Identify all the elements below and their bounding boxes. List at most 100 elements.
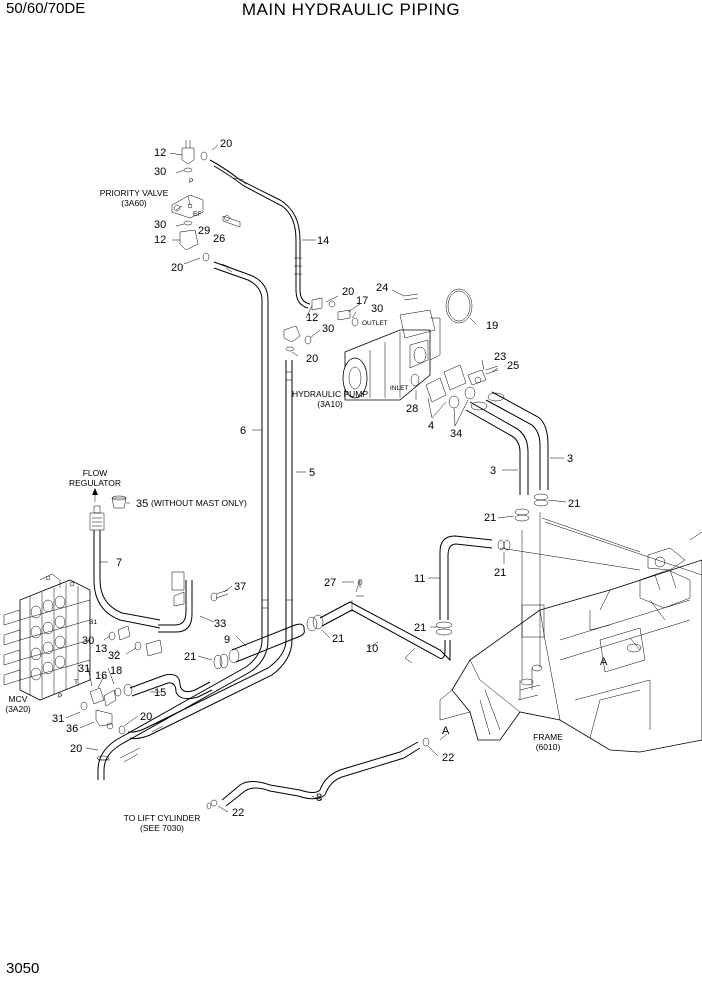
callout: 9 <box>224 634 230 646</box>
callout: 17 <box>356 295 368 307</box>
inlet-label: INLET <box>390 385 408 392</box>
mcv-fittings <box>80 625 163 761</box>
flow-regulator-label-1: FLOW <box>83 468 108 478</box>
frame-ref: (6010) <box>536 742 561 752</box>
callout: 12 <box>154 147 166 159</box>
plug-35 <box>111 495 127 509</box>
callout: 30 <box>154 166 166 178</box>
callout: 31 <box>78 663 90 675</box>
callout: 8 <box>316 792 322 804</box>
page-number: 3050 <box>6 960 40 977</box>
mcv-label: MCV <box>9 694 28 704</box>
hydraulic-pump-ref: (3A10) <box>317 399 343 409</box>
hydraulic-pump-label: HYDRAULIC PUMP <box>292 389 368 399</box>
callout: 37 <box>234 581 246 593</box>
hose-15 <box>123 674 213 700</box>
hose-11 <box>435 535 493 636</box>
pump-flange-fittings <box>425 364 499 409</box>
pipe-8 <box>206 737 430 810</box>
callout: 22 <box>442 752 454 764</box>
callout: 12 <box>306 312 318 324</box>
callout: 20 <box>140 711 152 723</box>
callout: 32 <box>108 650 120 662</box>
model-label: 50/60/70DE <box>6 0 86 17</box>
hose-9 <box>228 623 305 664</box>
flow-regulator-label-2: REGULATOR <box>69 478 121 488</box>
callout: 21 <box>568 498 580 510</box>
callout: 27 <box>324 577 336 589</box>
callout-numbers: 20 12 30 30 29 26 12 20 14 24 20 17 12 3… <box>52 138 580 819</box>
priority-valve-ref: (3A60) <box>121 198 147 208</box>
callout: 23 <box>494 351 506 363</box>
priority-valve-label: PRIORITY VALVE <box>100 188 169 198</box>
callout: 33 <box>214 618 226 630</box>
callout: 20 <box>306 353 318 365</box>
leader-lines <box>65 144 567 813</box>
port-p-label: P <box>189 178 193 185</box>
callout: 20 <box>171 262 183 274</box>
page-title: MAIN HYDRAULIC PIPING <box>241 0 461 19</box>
callout: 30 <box>322 323 334 335</box>
callout: 35 <box>136 498 148 510</box>
callout: 16 <box>95 670 107 682</box>
callout: 26 <box>213 233 225 245</box>
callout: 22 <box>232 807 244 819</box>
port-ef-label: EF <box>193 211 201 218</box>
callout: 20 <box>70 743 82 755</box>
port-t-label: T <box>74 679 78 686</box>
callout: 14 <box>317 235 329 247</box>
callout: 21 <box>414 622 426 634</box>
callout: 29 <box>198 225 210 237</box>
callout: 7 <box>116 557 122 569</box>
hose-33 <box>158 571 229 633</box>
callout: 10 <box>366 643 378 655</box>
hose-14 <box>209 159 311 309</box>
lift-cylinder-ref: (SEE 7030) <box>140 823 184 833</box>
hose-5 <box>127 360 293 740</box>
callout: 31 <box>52 713 64 725</box>
without-mast-label: (WITHOUT MAST ONLY) <box>151 498 247 508</box>
callout: 30 <box>371 303 383 315</box>
frame-drawing <box>439 512 702 753</box>
callout: 30 <box>154 219 166 231</box>
port-p-mcv-label: P <box>58 693 62 700</box>
callout: 19 <box>486 320 498 332</box>
hose-clamps-upper <box>497 493 549 551</box>
hose-6 <box>97 261 269 780</box>
callout: 21 <box>332 633 344 645</box>
pipe-10 <box>306 578 451 664</box>
callout: 34 <box>450 428 462 440</box>
callout: 28 <box>406 403 418 415</box>
detail-a-pipe: A <box>442 725 450 737</box>
callout: 36 <box>66 723 78 735</box>
frame-label: FRAME <box>533 732 563 742</box>
priority-valve <box>171 140 241 262</box>
detail-a-frame: A <box>600 656 608 668</box>
callout: 15 <box>154 687 166 699</box>
callout: 25 <box>507 360 519 372</box>
callout: 21 <box>484 512 496 524</box>
hydraulic-pump <box>342 288 473 401</box>
mcv-ref: (3A20) <box>5 704 31 714</box>
flow-regulator-arrow <box>92 488 98 502</box>
callout: 6 <box>240 425 246 437</box>
pump-fittings <box>283 293 419 352</box>
callout: 20 <box>342 286 354 298</box>
callout: 20 <box>220 138 232 150</box>
callout: 11 <box>414 573 425 585</box>
mcv-valve <box>3 573 91 701</box>
callout: 13 <box>95 643 107 655</box>
callout: 4 <box>428 420 434 432</box>
hose-7 <box>89 505 161 629</box>
callout: 5 <box>309 467 315 479</box>
callout: 21 <box>494 567 506 579</box>
pipe-3 <box>465 391 549 495</box>
callout: 3 <box>490 465 496 477</box>
port-b1-label: B1 <box>89 619 97 626</box>
callout: 21 <box>184 651 196 663</box>
callout: 30 <box>82 635 94 647</box>
callout: 12 <box>154 234 166 246</box>
hose-clamps-mid <box>213 653 229 670</box>
callout: 3 <box>567 453 573 465</box>
